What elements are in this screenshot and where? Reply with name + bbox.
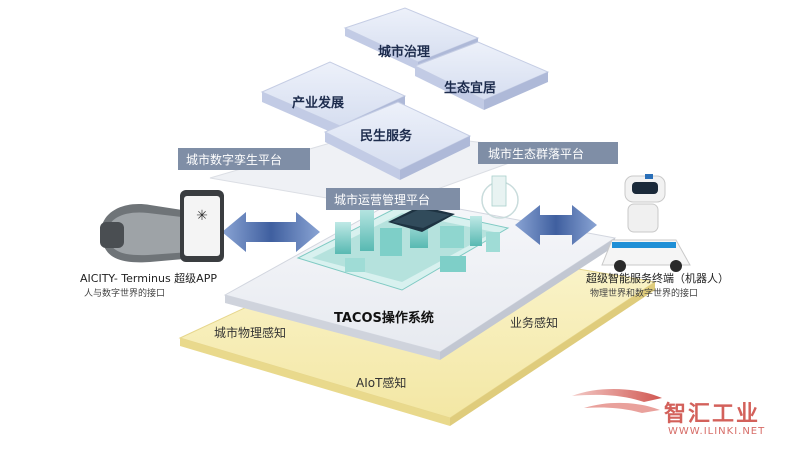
top-tile-block — [260, 7, 550, 180]
eco-cluster-label-box — [478, 142, 618, 164]
left-double-arrow — [222, 212, 320, 252]
left-device-title: AICITY- Terminus 超级APP — [80, 272, 217, 285]
platform-digital-twin-label: 城市数字孪生平台 — [186, 153, 283, 167]
right-double-arrow — [515, 205, 597, 245]
svg-text:✳: ✳ — [196, 208, 208, 224]
platform-eco-cluster-label: 城市生态群落平台 — [488, 147, 585, 161]
right-device-subtitle: 物理世界和数字世界的接口 — [590, 289, 699, 299]
tile-eco-living: 生态宜居 — [444, 81, 497, 96]
perception-physical-label: 城市物理感知 — [214, 326, 287, 340]
left-device-subtitle: 人与数字世界的接口 — [84, 289, 166, 299]
os-label: TACOS操作系统 — [334, 311, 434, 326]
platform-operations-label: 城市运营管理平台 — [334, 193, 431, 207]
robot-icon — [601, 174, 691, 272]
operations-label-box — [326, 188, 460, 210]
tile-city-governance: 城市治理 — [378, 45, 431, 60]
watermark-url: WWW.ILINKI.NET — [668, 426, 766, 437]
watermark-logo — [572, 389, 662, 413]
city-model — [296, 175, 519, 291]
vr-headset-icon — [100, 204, 195, 263]
watermark-brand: 智汇工业 — [664, 402, 761, 427]
tile-industry-development: 产业发展 — [292, 96, 345, 111]
phone-icon: ✳ — [180, 190, 224, 262]
tile-livelihood-services: 民生服务 — [360, 129, 413, 144]
perception-aiot-label: AIoT感知 — [356, 376, 407, 390]
perception-business-label: 业务感知 — [510, 316, 559, 330]
digital-twin-label-box — [178, 148, 310, 170]
right-device-title: 超级智能服务终端（机器人） — [586, 272, 729, 285]
